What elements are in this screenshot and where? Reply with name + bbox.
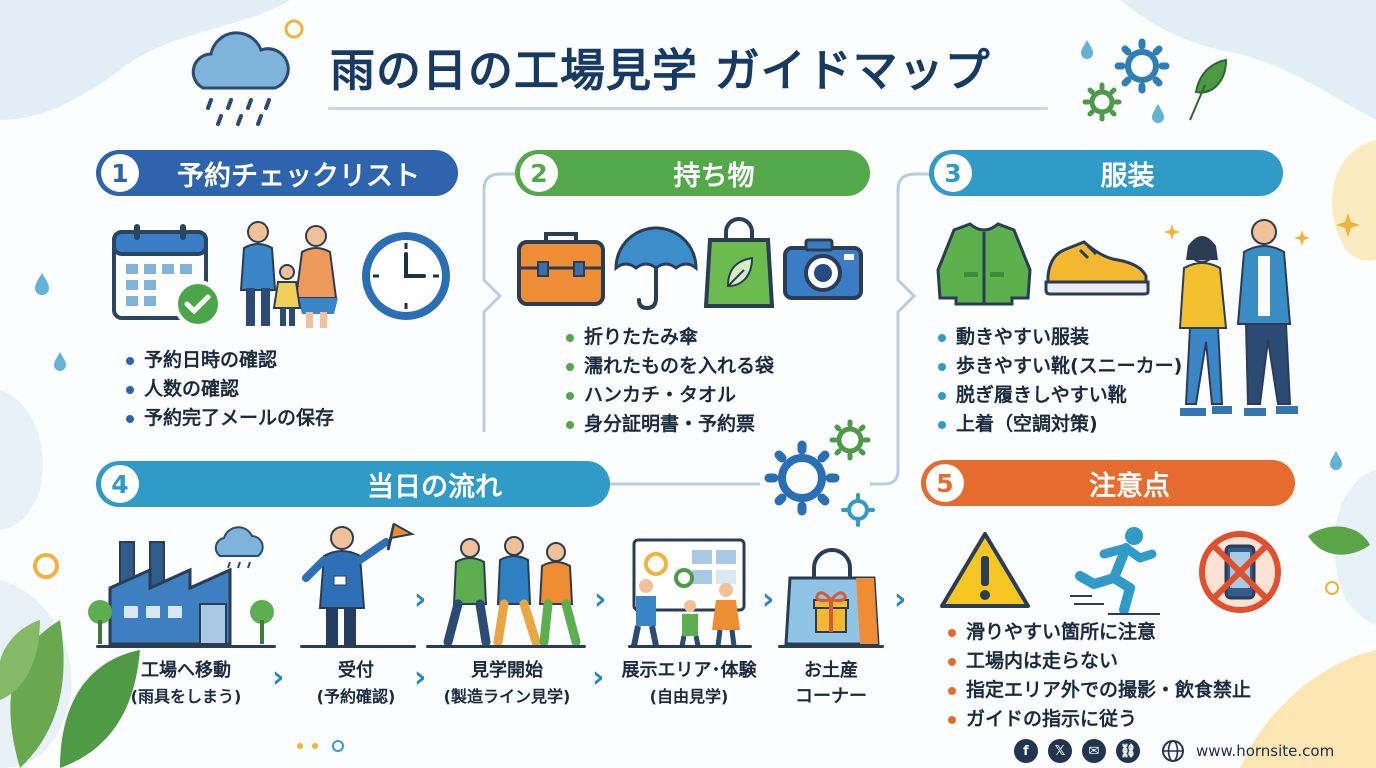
bag-icon [703,217,775,308]
list-item: 歩きやすい靴(スニーカー) [936,352,1182,381]
list-item: 工場内は走らない [946,647,1251,676]
list-item: 滑りやすい箇所に注意 [946,618,1251,647]
step-subtitle: (予約確認) [316,687,396,706]
chevron-right-icon: › [762,582,775,617]
mail-icon[interactable]: ✉ [1082,739,1106,763]
footer: f 𝕏 ✉ ⛓ www.hornsite.com [1014,738,1334,764]
exhibition-icon [631,538,746,647]
page-title: 雨の日の工場見学 ガイドマップ [330,44,991,97]
section-title: 持ち物 [673,160,755,192]
step-title: お土産 [804,660,858,681]
facebook-icon[interactable]: f [1014,739,1038,763]
ground-line [96,645,276,648]
list-item: 人数の確認 [124,375,334,404]
section-title: 服装 [1100,160,1155,192]
chevron-right-icon: › [594,582,607,617]
section-number: 3 [934,154,972,192]
ground-line [628,645,752,648]
globe-icon [1162,740,1184,762]
section-title: 当日の流れ [367,471,502,503]
list-item: 動きやすい服装 [936,323,1182,352]
sneaker-icon [1044,240,1150,296]
calendar-check-icon [112,224,222,328]
flow-step-move: 工場へ移動 (雨具をしまう) [100,658,272,710]
reception-guide-icon [302,522,415,646]
list-item: 濡れたものを入れる袋 [564,352,774,381]
group-walking-icon [443,536,581,647]
list-item: 指定エリア外での撮影・飲食禁止 [946,676,1251,705]
no-phone-icon [1199,531,1281,613]
gear-icon [764,419,875,527]
section-number: 2 [520,154,558,192]
camera-icon [783,238,863,300]
rain-cloud-icon [191,31,290,126]
step-subtitle: (自由見学) [649,687,729,706]
cautions-list: 滑りやすい箇所に注意 工場内は走らない 指定エリア外での撮影・飲食禁止 ガイドの… [946,618,1251,734]
chevron-right-icon: › [272,660,285,695]
section-number: 4 [101,465,139,503]
umbrella-icon [614,226,698,311]
list-item: 予約完了メールの保存 [124,404,334,433]
section-title: 予約チェックリスト [177,160,420,192]
gear-icon [1082,38,1170,122]
ground-line [300,645,416,648]
couple-walking-icon [1164,219,1310,416]
step-title: 工場へ移動 [141,660,231,681]
list-item: 予約日時の確認 [124,346,334,375]
section-1-header: 1 予約チェックリスト [96,150,458,196]
flow-step-tour: 見学開始 (製造ライン見学) [432,658,582,710]
reservation-list: 予約日時の確認 人数の確認 予約完了メールの保存 [124,346,334,433]
ground-line [778,645,884,648]
warning-icon [940,532,1030,608]
website-link[interactable]: www.hornsite.com [1196,742,1335,760]
list-item: ガイドの指示に従う [946,705,1251,734]
step-subtitle: (雨具をしまう) [130,687,242,706]
chevron-right-icon: › [592,660,605,695]
flow-step-souvenir: お土産 コーナー [778,658,884,710]
step-title: 受付 [338,660,374,681]
gift-bag-icon [784,548,880,646]
x-icon[interactable]: 𝕏 [1048,739,1072,763]
section-title: 注意点 [1089,470,1170,502]
step-subtitle: コーナー [795,686,867,707]
section-5-header: 5 注意点 [921,460,1295,506]
step-subtitle: (製造ライン見学) [443,687,571,706]
briefcase-icon [517,232,605,306]
title-underline [328,107,1048,110]
section-number: 1 [101,154,139,192]
list-item: 上着（空調対策) [936,410,1182,439]
chevron-right-icon: › [894,582,907,617]
flow-step-exhibition: 展示エリア･体験 (自由見学) [604,658,774,710]
section-3-header: 3 服装 [929,150,1283,196]
clock-icon [362,232,450,320]
chevron-right-icon: › [414,582,427,617]
step-title: 見学開始 [471,660,543,681]
running-person-icon [1070,527,1160,615]
list-item: ハンカチ・タオル [564,381,774,410]
link-icon[interactable]: ⛓ [1116,739,1140,763]
section-number: 5 [926,464,964,502]
family-icon [239,221,338,328]
list-item: 脱ぎ履きしやすい靴 [936,381,1182,410]
list-item: 折りたたみ傘 [564,323,774,352]
step-title: 展示エリア･体験 [621,660,757,681]
jacket-icon [936,222,1032,306]
ground-line [426,645,586,648]
belongings-list: 折りたたみ傘 濡れたものを入れる袋 ハンカチ・タオル 身分証明書・予約票 [564,323,774,439]
chevron-right-icon: › [414,660,427,695]
factory-icon [88,526,274,646]
clothing-list: 動きやすい服装 歩きやすい靴(スニーカー) 脱ぎ履きしやすい靴 上着（空調対策) [936,323,1182,439]
list-item: 身分証明書・予約票 [564,410,774,439]
section-2-header: 2 持ち物 [515,150,870,196]
flow-step-reception: 受付 (予約確認) [296,658,416,710]
section-4-header: 4 当日の流れ [96,461,610,507]
